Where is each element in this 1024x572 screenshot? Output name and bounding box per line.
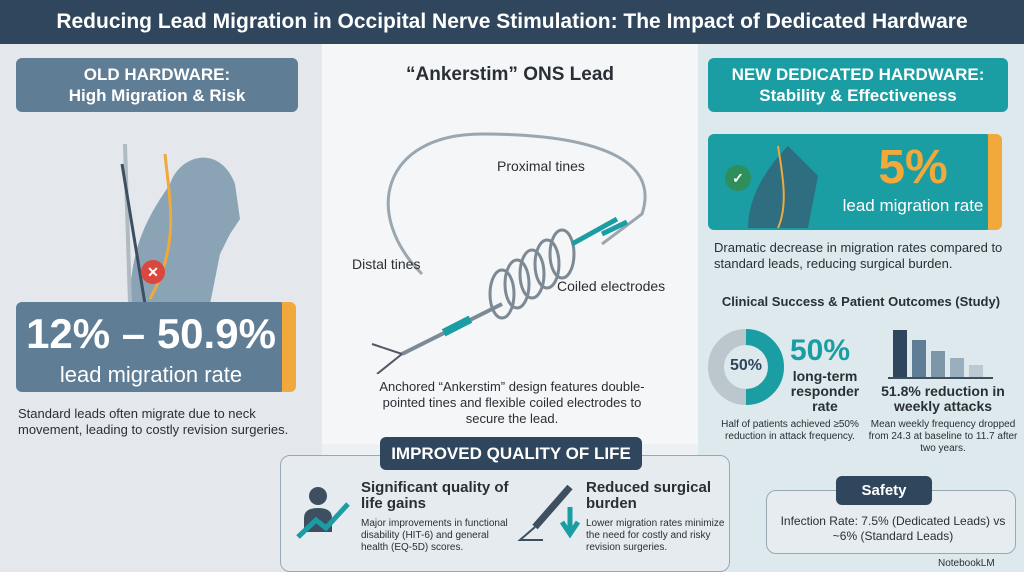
lead-title: “Ankerstim” ONS Lead bbox=[406, 64, 614, 85]
new-heading-1: NEW DEDICATED HARDWARE: bbox=[731, 65, 985, 84]
old-hardware-panel: OLD HARDWARE: High Migration & Risk ✕ 12… bbox=[0, 44, 322, 572]
old-desc: Standard leads often migrate due to neck… bbox=[18, 406, 289, 437]
attacks-desc: Mean weekly frequency dropped from 24.3 … bbox=[868, 419, 1018, 454]
distal-label: Distal tines bbox=[352, 256, 421, 272]
brand-logo: NotebookLM bbox=[938, 558, 995, 569]
responder-value: 50% bbox=[790, 334, 851, 367]
coiled-label: Coiled electrodes bbox=[557, 278, 666, 294]
bar-5 bbox=[969, 365, 983, 378]
accent-bar bbox=[988, 134, 1002, 230]
responder-donut bbox=[708, 329, 784, 405]
new-stat-label: lead migration rate bbox=[842, 196, 984, 215]
scalpel-down-icon bbox=[517, 484, 581, 541]
lead-panel: “Ankerstim” ONS Lead Proximal tines Dist… bbox=[322, 44, 698, 444]
safety-heading: Safety bbox=[836, 476, 932, 505]
clinical-title: Clinical Success & Patient Outcomes (Stu… bbox=[721, 294, 1001, 309]
error-x-icon bbox=[141, 260, 165, 284]
old-stat-label: lead migration rate bbox=[59, 362, 243, 387]
responder-desc: Half of patients achieved ≥50% reduction… bbox=[721, 419, 859, 442]
new-desc: Dramatic decrease in migration rates com… bbox=[714, 240, 1003, 271]
new-hardware-panel: NEW DEDICATED HARDWARE: Stability & Effe… bbox=[698, 44, 1024, 572]
neck-illustration: ✕ bbox=[120, 143, 240, 304]
page-title: Reducing Lead Migration in Occipital Ner… bbox=[0, 0, 1024, 44]
qol-item2-title: Reduced surgical burden bbox=[586, 479, 712, 512]
old-hardware-header: OLD HARDWARE: High Migration & Risk bbox=[16, 58, 298, 112]
new-heading-2: Stability & Effectiveness bbox=[759, 86, 957, 105]
qol-item1-title: Significant quality of life gains bbox=[361, 479, 509, 512]
qol-heading: IMPROVED QUALITY OF LIFE bbox=[380, 437, 642, 470]
bar-3 bbox=[931, 351, 945, 378]
person-growth-icon bbox=[296, 487, 350, 539]
attacks-title: 51.8% reduction in weekly attacks bbox=[881, 383, 1005, 414]
old-stat-card bbox=[16, 302, 286, 392]
bar-4 bbox=[950, 358, 964, 378]
qol-item2-desc: Lower migration rates minimize the need … bbox=[586, 518, 725, 553]
qol-item1-desc: Major improvements in functional disabil… bbox=[361, 518, 508, 553]
donut-label: 50% bbox=[729, 357, 763, 374]
new-stat: 5% bbox=[878, 141, 948, 194]
neck-illustration-new: ✓ bbox=[725, 145, 818, 228]
lead-illustration bbox=[371, 132, 647, 374]
old-stat: 12% – 50.9% bbox=[26, 310, 276, 357]
svg-text:✕: ✕ bbox=[147, 264, 159, 280]
responder-label: long-term responder rate bbox=[790, 368, 860, 414]
safety-text: Infection Rate: 7.5% (Dedicated Leads) v… bbox=[780, 514, 1006, 543]
lead-desc: Anchored “Ankerstim” design features dou… bbox=[379, 379, 645, 426]
check-icon bbox=[725, 165, 751, 191]
old-heading-1: OLD HARDWARE: bbox=[83, 65, 231, 84]
bar-2 bbox=[912, 340, 926, 378]
proximal-label: Proximal tines bbox=[497, 158, 585, 174]
bar-1 bbox=[893, 330, 907, 378]
accent-bar bbox=[282, 302, 296, 392]
attacks-bar-chart bbox=[888, 330, 993, 379]
svg-text:✓: ✓ bbox=[732, 170, 744, 186]
old-heading-2: High Migration & Risk bbox=[68, 86, 246, 105]
